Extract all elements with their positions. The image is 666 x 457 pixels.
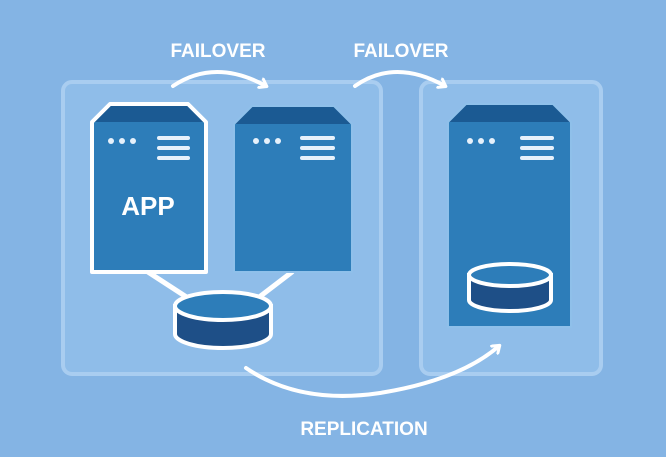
app-label: APP	[121, 191, 174, 221]
standby-server-db-link	[255, 269, 295, 301]
replication-arrow	[244, 346, 499, 398]
failover-arrow-2	[353, 70, 445, 86]
shared-database-icon	[173, 290, 273, 350]
failover-label-2: FAILOVER	[353, 41, 448, 62]
app-server-db-link	[145, 269, 191, 301]
standby-server	[233, 105, 353, 273]
app-server: APP	[90, 102, 208, 274]
vent-lines-icon	[300, 136, 335, 160]
failover-arrow-1	[171, 70, 266, 86]
vent-lines-icon	[520, 136, 554, 160]
status-dots-icon	[467, 138, 495, 144]
status-dots-icon	[253, 138, 281, 144]
replica-database-icon	[467, 262, 553, 313]
replica-server	[447, 103, 572, 328]
vent-lines-icon	[157, 136, 190, 160]
failover-label-1: FAILOVER	[170, 41, 265, 62]
replication-label: REPLICATION	[300, 419, 427, 440]
status-dots-icon	[108, 138, 136, 144]
